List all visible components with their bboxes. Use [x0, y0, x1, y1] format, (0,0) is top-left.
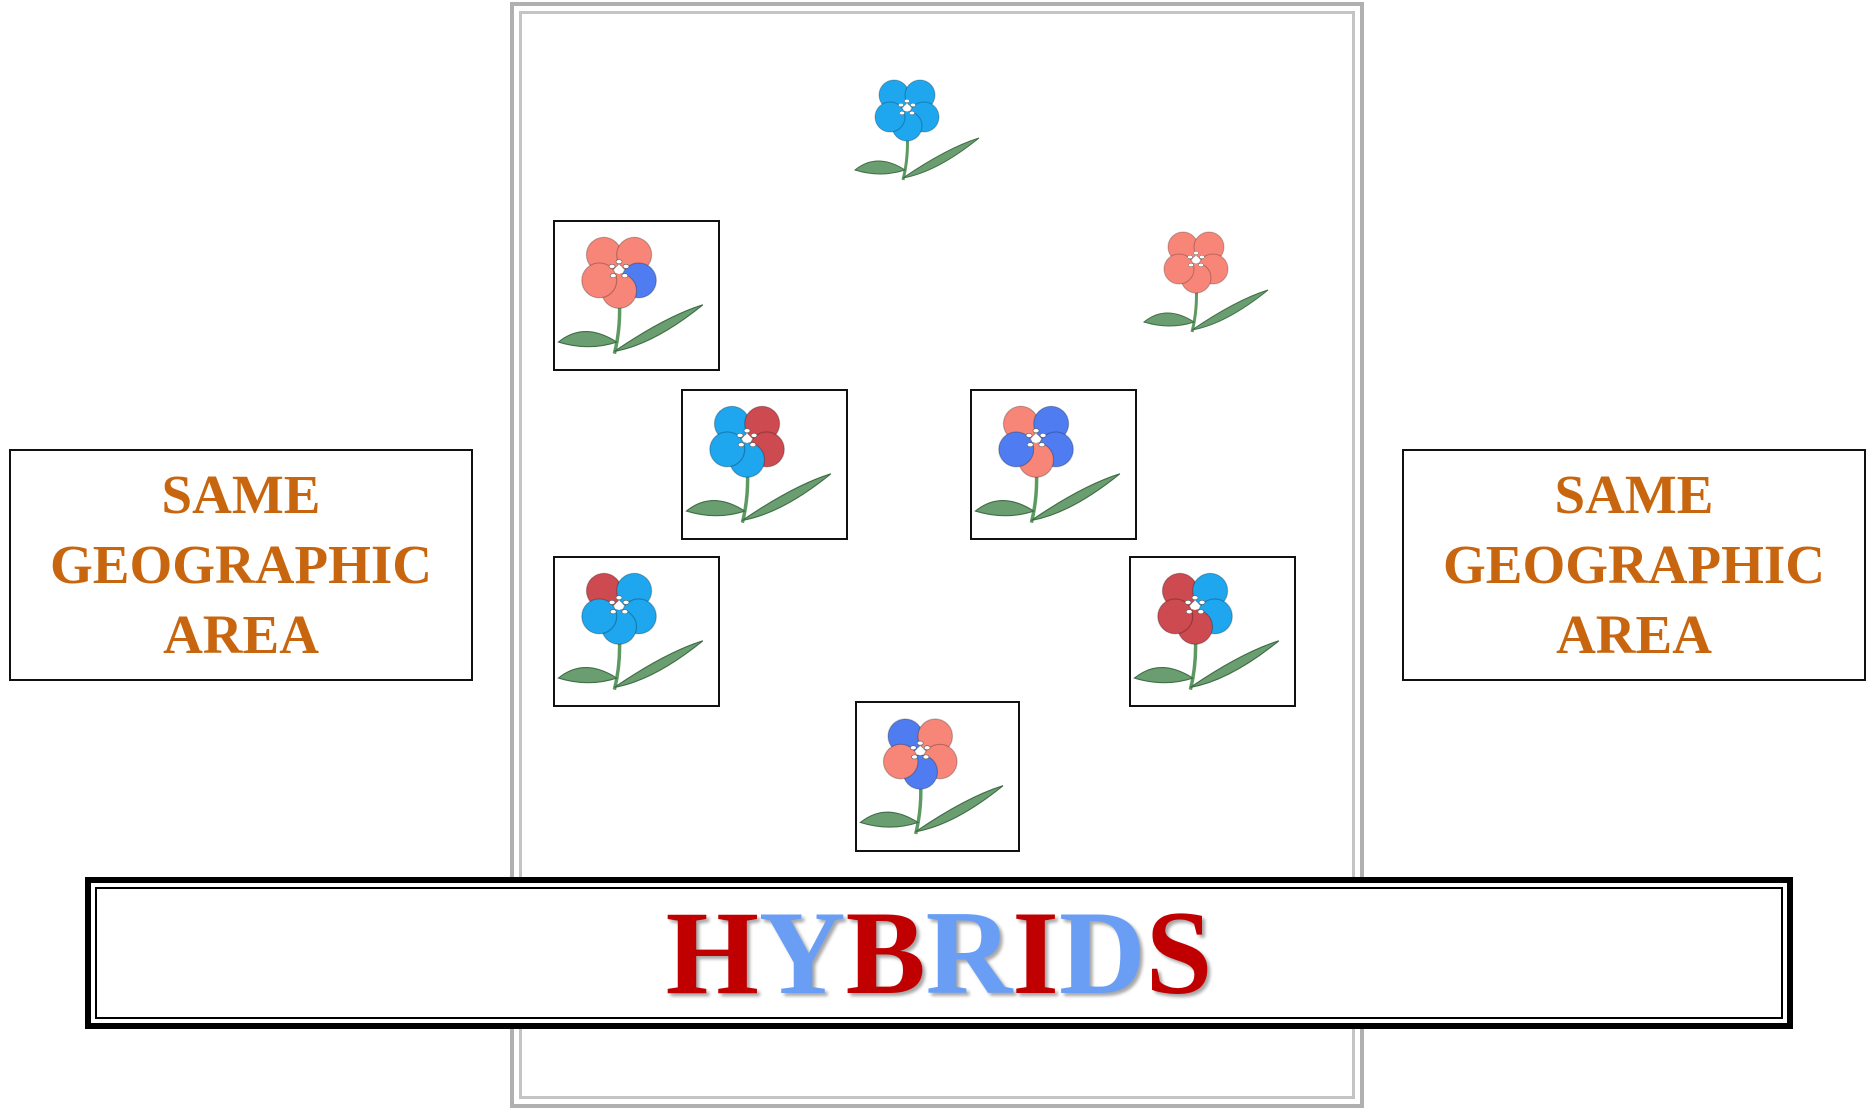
- right-leaf: [1031, 474, 1119, 521]
- hybrids-letter-y: Y: [759, 884, 846, 1022]
- stamen-2: [910, 103, 915, 107]
- stamen-3: [738, 443, 744, 447]
- stamen-1: [898, 103, 903, 107]
- stamen-5: [744, 429, 750, 433]
- flower-icon: [1131, 558, 1294, 705]
- stamen-4: [622, 274, 628, 278]
- stamen-2: [751, 433, 757, 437]
- hybrids-letter-i: I: [1012, 884, 1059, 1022]
- flower-center: [904, 105, 911, 112]
- stamen-3: [610, 610, 616, 614]
- stamen-1: [609, 264, 615, 268]
- left-label-line-3: AREA: [163, 600, 319, 670]
- left-leaf: [1134, 668, 1192, 683]
- stamen-1: [609, 600, 615, 604]
- stamen-3: [899, 111, 904, 115]
- flower-center: [916, 747, 924, 755]
- left-leaf: [1144, 313, 1194, 326]
- hybrids-letter-r: R: [926, 884, 1013, 1022]
- flower-icon: [1141, 222, 1281, 342]
- flower-icon: [555, 558, 718, 705]
- flower-center: [1032, 435, 1040, 443]
- flower-center: [1191, 602, 1199, 610]
- stamen-2: [623, 600, 629, 604]
- stamen-4: [923, 755, 929, 759]
- flower-center: [615, 266, 623, 274]
- hybrid-flower-box-5: [1129, 556, 1296, 707]
- right-leaf: [614, 305, 702, 352]
- left-same-area-label: SAME GEOGRAPHIC AREA: [9, 449, 473, 681]
- parent-blue-flower: [852, 70, 992, 190]
- stamen-3: [610, 274, 616, 278]
- hybrids-letter-h: H: [666, 884, 759, 1022]
- stamen-4: [750, 443, 756, 447]
- hybrid-flower-box-2: [681, 389, 848, 540]
- left-leaf: [855, 161, 905, 174]
- stamen-2: [1199, 255, 1204, 259]
- stamen-4: [1039, 443, 1045, 447]
- right-leaf: [1190, 641, 1278, 688]
- stamen-5: [616, 260, 622, 264]
- hybrids-letter-d: D: [1059, 884, 1146, 1022]
- hybrid-flower-box-3: [970, 389, 1137, 540]
- right-label-line-2: GEOGRAPHIC: [1443, 530, 1825, 600]
- right-leaf: [916, 786, 1003, 832]
- stamen-2: [924, 746, 930, 750]
- left-leaf: [558, 668, 616, 683]
- hybrid-flower-box-6: [855, 701, 1020, 852]
- left-leaf: [558, 332, 616, 347]
- left-leaf: [975, 501, 1033, 516]
- left-label-line-2: GEOGRAPHIC: [50, 530, 432, 600]
- stamen-3: [1186, 610, 1192, 614]
- stamen-5: [917, 741, 923, 745]
- stamen-2: [1040, 433, 1046, 437]
- flower-center: [1193, 257, 1200, 264]
- stamen-1: [1026, 433, 1032, 437]
- parent-salmon-flower: [1141, 222, 1281, 342]
- right-label-line-1: SAME: [1555, 460, 1714, 530]
- hybrids-letter-b: B: [846, 884, 926, 1022]
- hybrids-letter-s: S: [1146, 884, 1213, 1022]
- left-leaf: [686, 501, 744, 516]
- flower-center: [615, 602, 623, 610]
- stamen-3: [912, 755, 918, 759]
- stamen-5: [616, 596, 622, 600]
- stamen-4: [622, 610, 628, 614]
- flower-icon: [852, 70, 992, 190]
- stamen-1: [1187, 255, 1192, 259]
- right-leaf: [903, 138, 979, 178]
- right-label-line-3: AREA: [1556, 600, 1712, 670]
- stamen-3: [1188, 263, 1193, 267]
- right-leaf: [1192, 290, 1268, 330]
- stamen-4: [909, 111, 914, 115]
- right-leaf: [614, 641, 702, 688]
- hybrid-flower-box-4: [553, 556, 720, 707]
- stamen-4: [1198, 263, 1203, 267]
- flower-center: [743, 435, 751, 443]
- left-label-line-1: SAME: [162, 460, 321, 530]
- stamen-2: [623, 264, 629, 268]
- stamen-1: [1185, 600, 1191, 604]
- flower-icon: [683, 391, 846, 538]
- stamen-1: [910, 746, 916, 750]
- stamen-5: [1192, 596, 1198, 600]
- flower-icon: [555, 222, 718, 369]
- stamen-5: [1193, 251, 1198, 255]
- stamen-2: [1199, 600, 1205, 604]
- right-leaf: [742, 474, 830, 521]
- right-same-area-label: SAME GEOGRAPHIC AREA: [1402, 449, 1866, 681]
- stamen-1: [737, 433, 743, 437]
- flower-icon: [857, 703, 1018, 850]
- stamen-4: [1198, 610, 1204, 614]
- stamen-5: [1033, 429, 1039, 433]
- left-leaf: [860, 812, 918, 827]
- hybrid-flower-box-1: [553, 220, 720, 371]
- stamen-5: [904, 99, 909, 103]
- flower-icon: [972, 391, 1135, 538]
- stamen-3: [1027, 443, 1033, 447]
